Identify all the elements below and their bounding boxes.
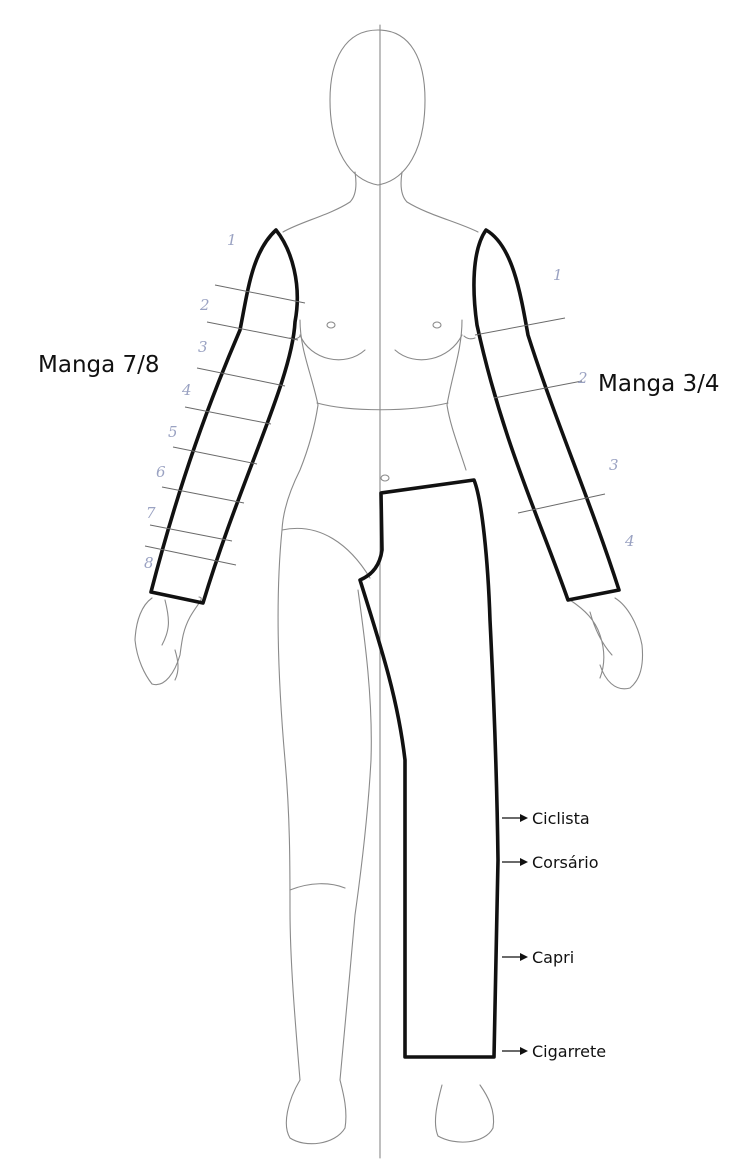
pant-length-label: Corsário <box>532 853 599 872</box>
head-outline <box>330 30 425 185</box>
pant-length-cigarrete: Cigarrete <box>502 1042 606 1061</box>
navel <box>381 475 389 481</box>
pant-length-capri: Capri <box>502 948 574 967</box>
bust-curve-left <box>300 335 365 360</box>
left-knee-line <box>290 884 345 890</box>
left-mark-num: 2 <box>199 296 210 314</box>
right-mark-num: 4 <box>624 532 635 550</box>
arrow-head <box>520 858 528 866</box>
hip-line <box>282 528 370 578</box>
sleeve-3-4-outline <box>474 230 619 600</box>
left-mark-num: 4 <box>181 381 192 399</box>
right-mark-num: 3 <box>609 456 619 474</box>
left-sleeve-mark-line <box>150 525 232 541</box>
right-sleeve-mark-line <box>494 381 582 398</box>
right-sleeve-mark-numbers: 1 2 3 4 <box>553 266 635 550</box>
sleeve-label-left: Manga 7/8 <box>38 352 160 378</box>
left-hand <box>135 597 201 685</box>
right-foot <box>435 1085 493 1142</box>
left-sleeve-mark-line <box>185 407 271 424</box>
right-sleeve-mark-line <box>475 318 565 335</box>
left-mark-num: 3 <box>198 338 208 356</box>
waist-line <box>317 403 448 410</box>
left-sleeve-mark-line <box>173 447 257 464</box>
left-sleeve-mark-line <box>207 322 298 340</box>
right-armpit-line <box>464 336 475 339</box>
left-mark-num: 5 <box>168 423 178 441</box>
pant-length-label: Capri <box>532 948 574 967</box>
torso-right-side <box>447 320 466 470</box>
left-sleeve-mark-numbers: 1 2 3 4 5 6 7 8 <box>144 231 237 572</box>
sleeve-7-8-outline <box>151 230 297 603</box>
pant-length-corsario: Corsário <box>502 853 599 872</box>
left-leg-inner <box>340 590 371 1080</box>
pant-length-label: Cigarrete <box>532 1042 606 1061</box>
shoulder-line-left <box>283 202 350 232</box>
nipple-right <box>433 322 441 328</box>
sleeve-label-right: Manga 3/4 <box>598 371 720 397</box>
nipple-left <box>327 322 335 328</box>
pant-outline <box>360 480 498 1057</box>
shoulder-line-right <box>407 202 478 232</box>
bust-curve-right <box>395 335 462 360</box>
left-mark-num: 7 <box>146 504 156 522</box>
left-sleeve-mark-line <box>215 285 305 303</box>
left-sleeve-mark-line <box>197 368 285 386</box>
right-sleeve-marks <box>475 318 605 513</box>
left-mark-num: 6 <box>156 463 166 481</box>
arrow-head <box>520 1047 528 1055</box>
arrow-head <box>520 953 528 961</box>
pant-length-label: Ciclista <box>532 809 590 828</box>
left-sleeve-mark-line <box>162 487 244 503</box>
arrow-head <box>520 814 528 822</box>
right-mark-num: 2 <box>577 369 588 387</box>
left-mark-num: 1 <box>227 231 237 249</box>
right-hand <box>570 598 643 689</box>
left-foot <box>286 1080 346 1144</box>
right-mark-num: 1 <box>553 266 563 284</box>
left-mark-num: 8 <box>144 554 154 572</box>
left-leg-outer <box>278 530 300 1080</box>
pant-length-ciclista: Ciclista <box>502 809 590 828</box>
